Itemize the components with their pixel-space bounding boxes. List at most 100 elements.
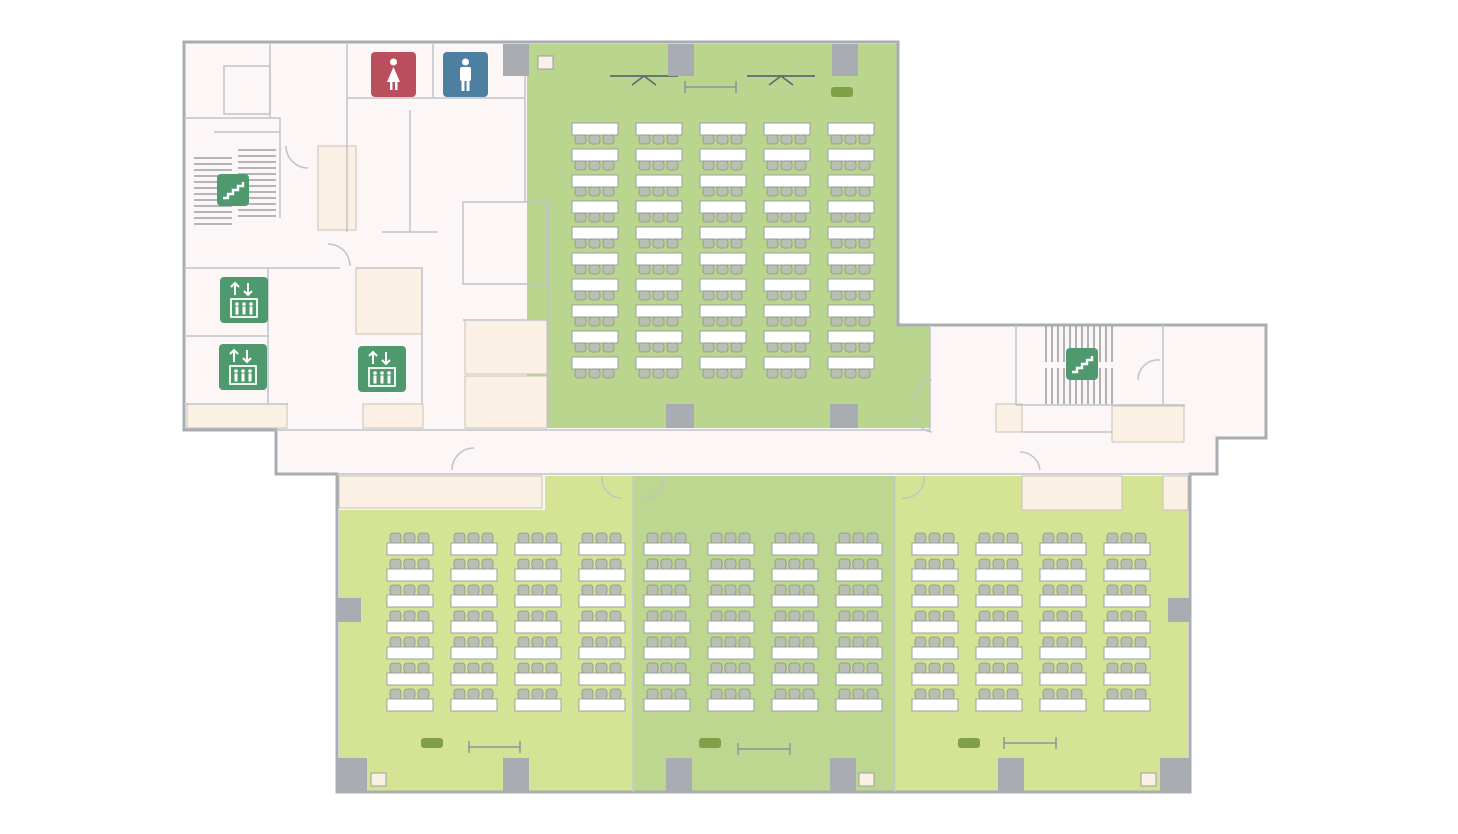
chair	[942, 610, 955, 622]
chair	[928, 532, 941, 544]
chair	[1106, 584, 1119, 596]
top-hall-seat-group	[699, 200, 747, 223]
top-hall-seat-group	[827, 278, 875, 301]
chair	[588, 238, 601, 249]
chair	[453, 532, 466, 544]
top-hall-seat-group	[699, 356, 747, 379]
chair	[481, 558, 494, 570]
chair	[666, 290, 679, 301]
chair	[978, 636, 991, 648]
chair	[1120, 688, 1133, 700]
chair	[581, 688, 594, 700]
top-hall-seat-group	[763, 226, 811, 249]
desk	[386, 568, 434, 582]
chair	[602, 238, 615, 249]
chair	[774, 610, 787, 622]
storage-room	[1162, 475, 1189, 511]
desk	[975, 620, 1023, 634]
seat-group	[1039, 610, 1087, 634]
desk	[643, 672, 691, 686]
chair	[914, 636, 927, 648]
chair	[774, 532, 787, 544]
top-hall-seat-group	[763, 148, 811, 171]
chair	[517, 532, 530, 544]
desk	[1103, 672, 1151, 686]
chair	[978, 662, 991, 674]
chair	[666, 160, 679, 171]
chair	[531, 532, 544, 544]
chair	[595, 688, 608, 700]
desk	[707, 620, 755, 634]
chair	[716, 342, 729, 353]
desk	[707, 594, 755, 608]
top-hall-seat-group	[635, 304, 683, 327]
chair	[652, 290, 665, 301]
chair	[702, 290, 715, 301]
chair	[652, 186, 665, 197]
desk	[707, 568, 755, 582]
chair	[638, 134, 651, 145]
seat-group	[386, 662, 434, 686]
chair	[581, 532, 594, 544]
desk	[699, 304, 747, 318]
chair	[780, 238, 793, 249]
chair	[638, 264, 651, 275]
seat-group	[835, 532, 883, 556]
chair	[866, 532, 879, 544]
chair	[788, 584, 801, 596]
chair	[838, 662, 851, 674]
chair	[674, 558, 687, 570]
chair	[838, 584, 851, 596]
chair	[802, 636, 815, 648]
desk	[578, 620, 626, 634]
chair	[844, 264, 857, 275]
chair	[838, 636, 851, 648]
desk	[571, 330, 619, 344]
top-hall-seat-group	[635, 330, 683, 353]
chair	[403, 688, 416, 700]
desk	[835, 646, 883, 660]
chair	[531, 558, 544, 570]
chair	[389, 688, 402, 700]
desk	[911, 620, 959, 634]
chair	[852, 584, 865, 596]
chair	[780, 264, 793, 275]
chair	[794, 186, 807, 197]
seat-group	[975, 636, 1023, 660]
seat-group	[514, 532, 562, 556]
chair	[730, 264, 743, 275]
chair	[646, 558, 659, 570]
top-hall-seat-group	[571, 278, 619, 301]
podium	[958, 738, 980, 748]
top-hall-seat-group	[571, 226, 619, 249]
chair	[674, 610, 687, 622]
chair	[802, 558, 815, 570]
chair	[866, 636, 879, 648]
chair	[766, 238, 779, 249]
chair	[738, 662, 751, 674]
chair	[844, 290, 857, 301]
chair	[467, 688, 480, 700]
chair	[660, 558, 673, 570]
desk	[643, 568, 691, 582]
desk	[514, 620, 562, 634]
chair	[467, 636, 480, 648]
top-hall-seat-group	[699, 148, 747, 171]
chair	[1006, 636, 1019, 648]
chair	[830, 134, 843, 145]
door-swing	[285, 145, 309, 169]
chair	[978, 610, 991, 622]
chair	[724, 688, 737, 700]
desk	[643, 620, 691, 634]
chair	[403, 584, 416, 596]
chair	[531, 584, 544, 596]
chair	[674, 688, 687, 700]
seat-group	[707, 662, 755, 686]
seat-group	[578, 532, 626, 556]
chair	[595, 584, 608, 596]
chair	[574, 134, 587, 145]
chair	[858, 264, 871, 275]
chair	[766, 160, 779, 171]
podium	[831, 87, 853, 97]
seat-group	[450, 584, 498, 608]
